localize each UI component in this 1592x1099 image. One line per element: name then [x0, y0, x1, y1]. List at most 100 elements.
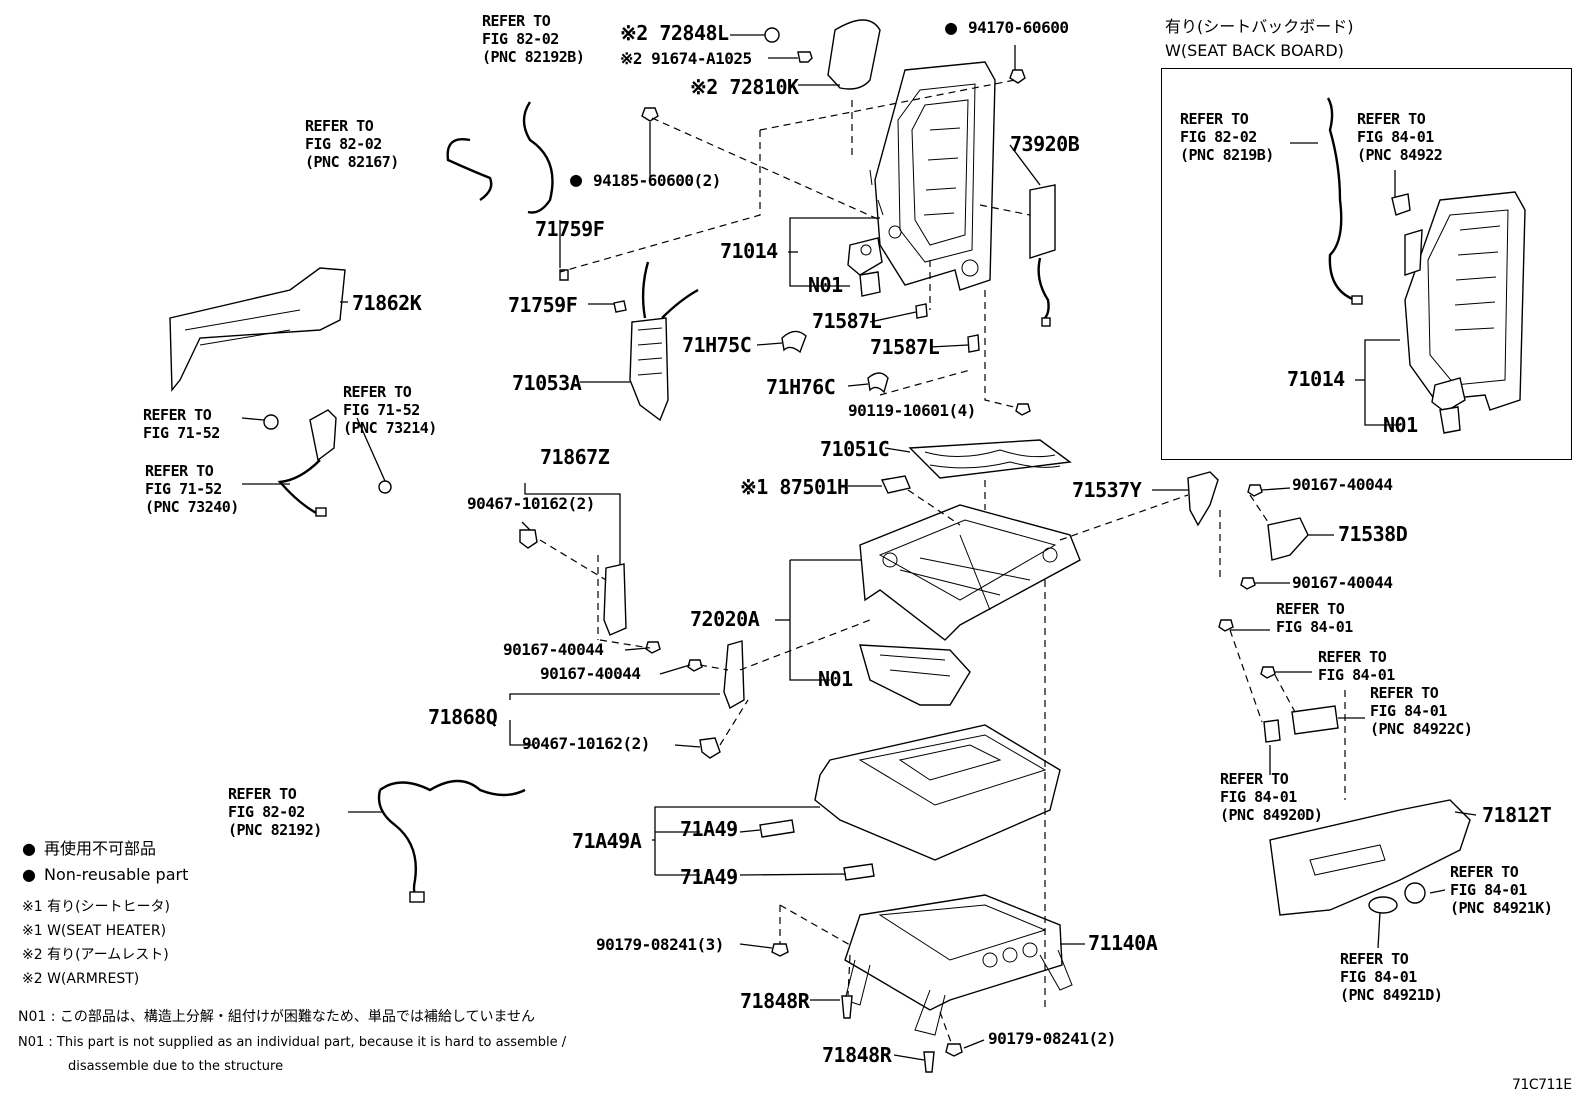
legend-note1-en: ※1 W(SEAT HEATER)	[22, 923, 167, 939]
label-90167-r1: 90167-40044	[1292, 475, 1393, 494]
seat-cushion-frame-72020A	[859, 504, 1081, 641]
label-87501H: ※1 87501H	[740, 475, 849, 499]
label-71848R-a: 71848R	[740, 989, 810, 1013]
bolt-90167-r1	[1247, 484, 1263, 497]
clip-71587L-b	[967, 334, 980, 353]
label-90467-a: 90467-10162(2)	[467, 494, 595, 513]
legend-nonreusable-en: Non-reusable part	[44, 865, 189, 884]
label-71H75C: 71H75C	[682, 333, 752, 357]
label-71537Y: 71537Y	[1072, 478, 1142, 502]
label-71051C: 71051C	[820, 437, 890, 461]
seat-pan-71A49A	[814, 724, 1061, 861]
cover-71H75C	[781, 330, 807, 354]
module-73920B	[1029, 184, 1056, 327]
pin-71848R-a	[841, 995, 853, 1019]
harness-82167	[446, 138, 493, 201]
label-ref-84-01-a: REFER TO FIG 84-01	[1276, 600, 1353, 636]
label-71A49A: 71A49A	[572, 829, 642, 853]
cover-71A49-a	[759, 819, 795, 838]
cover-71H76C	[867, 372, 889, 394]
inset-seat-back-frame	[1326, 97, 1526, 434]
label-71538D: 71538D	[1338, 522, 1408, 546]
clip-90467-b	[699, 737, 721, 759]
clip-71759F-b	[613, 300, 627, 313]
harness-82192B	[522, 101, 554, 214]
lumbar-support	[629, 261, 699, 422]
nut-90179-a	[771, 943, 789, 957]
label-N01-b: N01	[818, 667, 853, 691]
switch-84920D	[1263, 719, 1281, 743]
label-ref-84921K: REFER TO FIG 84-01 (PNC 84921K)	[1450, 863, 1553, 917]
heater-87501H	[880, 475, 911, 494]
label-71A49-b: 71A49	[680, 865, 738, 889]
harness-82192	[377, 779, 526, 900]
alignment-lines	[539, 79, 1346, 1046]
label-ref-71-52-a: REFER TO FIG 71-52	[143, 406, 220, 442]
cover-71A49-b	[843, 863, 875, 881]
pin-71848R-b	[923, 1051, 935, 1073]
seat-base-71140A	[844, 894, 1073, 1036]
seat-spring-71051C	[908, 439, 1072, 479]
label-94185: 94185-60600(2)	[593, 171, 721, 190]
inset-label-N01: N01	[1383, 413, 1418, 437]
label-71759F-a: 71759F	[535, 217, 605, 241]
slide-motor	[859, 644, 971, 706]
legend-bullet-2: ●	[22, 865, 36, 884]
bracket-71537Y	[1187, 471, 1219, 527]
label-94185-bullet: ●	[570, 167, 582, 191]
label-ref-84921D: REFER TO FIG 84-01 (PNC 84921D)	[1340, 950, 1443, 1004]
label-71053A: 71053A	[512, 371, 582, 395]
label-91674: ※2 91674-A1025	[620, 49, 752, 68]
recliner-motor	[847, 237, 883, 297]
label-ref-82192: REFER TO FIG 82-02 (PNC 82192)	[228, 785, 322, 839]
label-ref-82167: REFER TO FIG 82-02 (PNC 82167)	[305, 117, 399, 171]
label-ref-73240: REFER TO FIG 71-52 (PNC 73240)	[145, 462, 239, 516]
label-94170: 94170-60600	[968, 18, 1069, 37]
legend-note1-jp: ※1 有り(シートヒータ)	[22, 899, 171, 915]
outer-shield-71812T	[1269, 799, 1471, 916]
label-90167-l1: 90167-40044	[503, 640, 604, 659]
seatbelt-buckle	[263, 409, 392, 517]
label-71H76C: 71H76C	[766, 375, 836, 399]
inset-label-71014: 71014	[1287, 367, 1345, 391]
legend-note2-en: ※2 W(ARMREST)	[22, 971, 140, 987]
clip-71587L-a	[915, 303, 928, 319]
nut-90179-b	[945, 1043, 963, 1057]
bolt-ref-84-01-b	[1260, 666, 1276, 679]
label-90179-a: 90179-08241(3)	[596, 935, 724, 954]
inset-title-jp: 有り(シートバックボード)	[1165, 17, 1354, 36]
clip-71759F-a	[559, 269, 569, 281]
label-71A49-a: 71A49	[680, 817, 738, 841]
seat-back-frame	[869, 61, 996, 291]
legend-n01-jp: N01 : この部品は、構造上分解・組付けが困難なため、単品では補給していません	[18, 1009, 536, 1025]
label-71140A: 71140A	[1088, 931, 1158, 955]
legend-nonreusable-jp: 再使用不可部品	[44, 839, 157, 858]
legend-note2-jp: ※2 有り(アームレスト)	[22, 947, 169, 963]
label-72848L: ※2 72848L	[620, 21, 729, 45]
label-N01-a: N01	[808, 273, 843, 297]
figure-code: 71C711E	[1512, 1077, 1572, 1093]
legend-bullet-1: ●	[22, 839, 36, 858]
bolt-90119	[1015, 403, 1031, 416]
label-ref-82192B: REFER TO FIG 82-02 (PNC 82192B)	[482, 12, 585, 66]
label-71587L-b: 71587L	[870, 335, 940, 359]
inset-panel	[1161, 68, 1572, 460]
label-71868Q: 71868Q	[428, 705, 498, 729]
cover-71868Q	[723, 640, 745, 710]
leader-lines	[241, 34, 1477, 1061]
label-71812T: 71812T	[1482, 803, 1552, 827]
label-71862K: 71862K	[352, 291, 422, 315]
harness-connector	[409, 891, 425, 903]
label-90179-b: 90179-08241(2)	[988, 1029, 1116, 1048]
inset-ref-82-02: REFER TO FIG 82-02 (PNC 8219B)	[1180, 110, 1274, 164]
label-71014: 71014	[720, 239, 778, 263]
clip-90467-a	[519, 529, 538, 549]
bolt-ref-84-01-a	[1218, 619, 1234, 632]
armrest-pad	[827, 19, 881, 90]
inset-title-en: W(SEAT BACK BOARD)	[1165, 41, 1344, 60]
label-ref-73214: REFER TO FIG 71-52 (PNC 73214)	[343, 383, 437, 437]
inset-ref-84-01: REFER TO FIG 84-01 (PNC 84922	[1357, 110, 1443, 164]
label-90167-r2: 90167-40044	[1292, 573, 1393, 592]
bracket-71538D	[1267, 517, 1309, 561]
label-90119: 90119-10601(4)	[848, 401, 976, 420]
